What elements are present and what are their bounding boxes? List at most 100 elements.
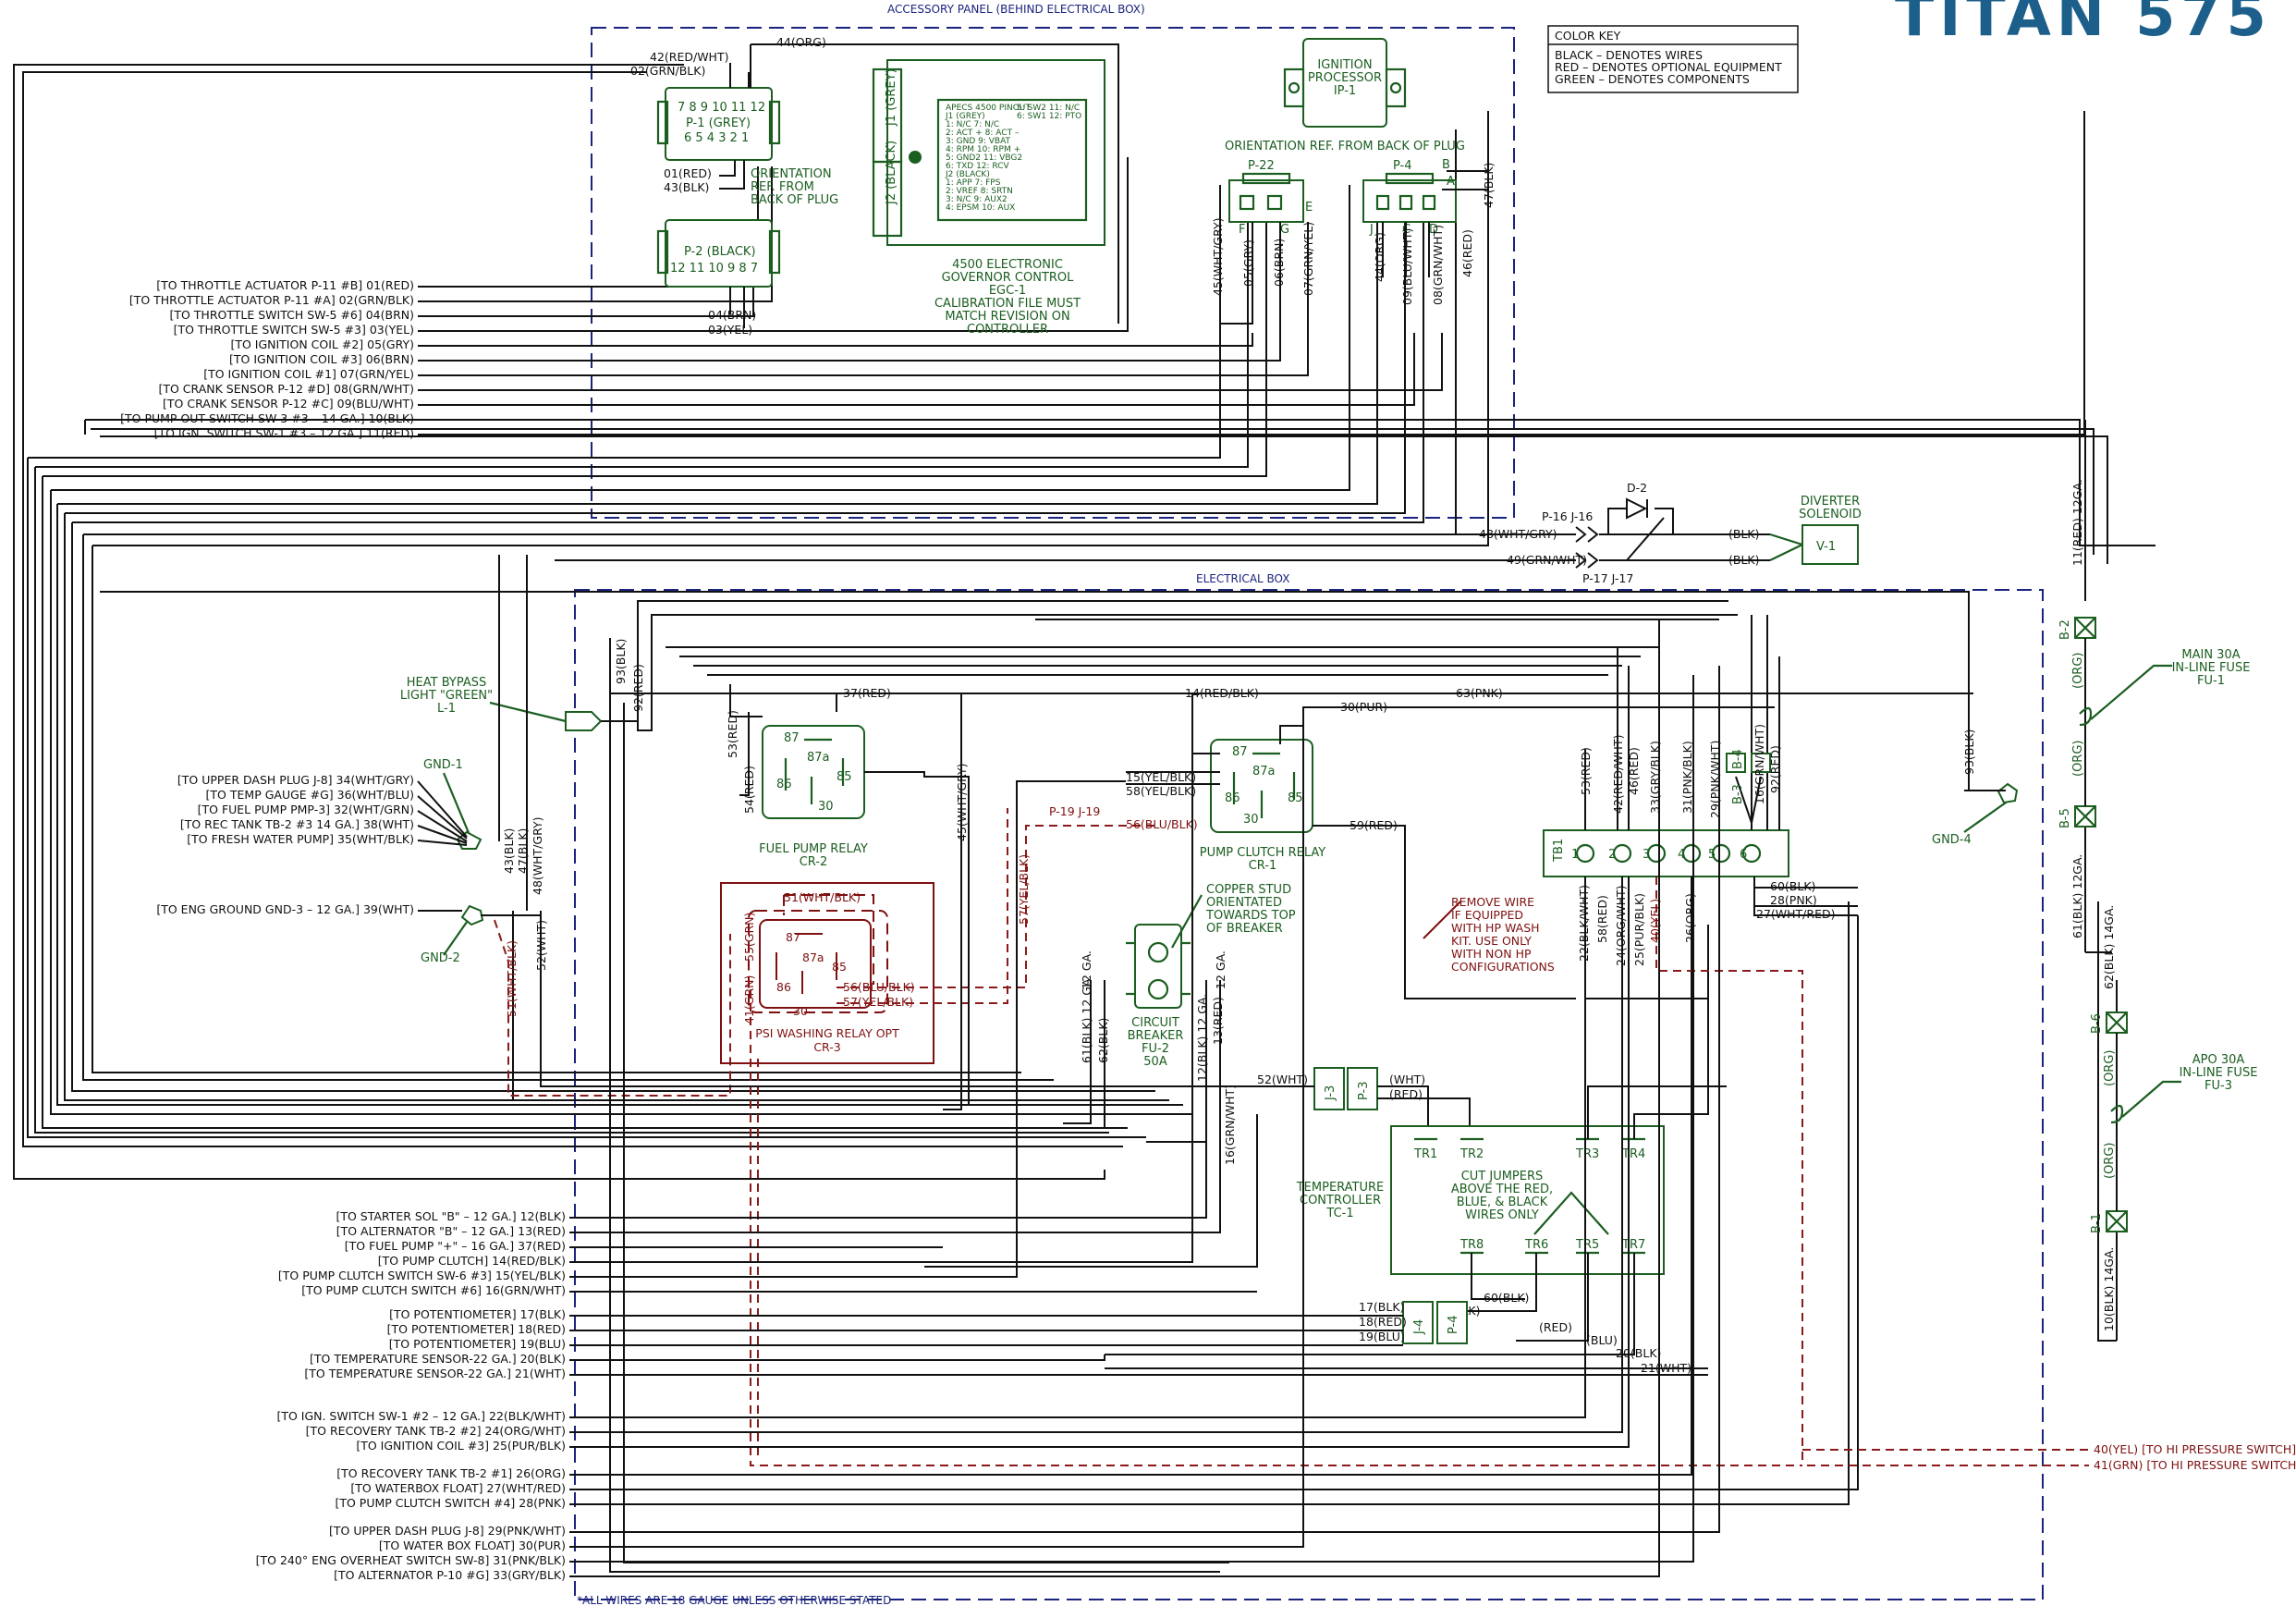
tc-terminal: TR1 (1413, 1147, 1437, 1161)
connector-label: P-3 (1357, 1081, 1371, 1100)
relay-pin: 87a (1252, 765, 1276, 778)
wire-label: [TO TEMP GAUGE #G] 36(WHT/BLU) (206, 788, 414, 802)
breaker-title: CIRCUIT (1131, 1016, 1179, 1030)
wire-label: 17(BLK) (1359, 1300, 1404, 1314)
connector-label: J-3 (1324, 1085, 1337, 1101)
relay-pin: 86 (776, 778, 792, 791)
wire-label: 60(BLK) (1770, 879, 1815, 893)
b-label: B-3 (1731, 784, 1745, 804)
wire-label: 59(RED) (1350, 818, 1398, 832)
relay-pin: 85 (1288, 791, 1303, 805)
pinout-line: 2: ACT + 8: ACT – (946, 129, 1020, 138)
wire-label: [TO POTENTIOMETER] 18(RED) (387, 1322, 566, 1336)
wire-label-vertical: (ORG) (2071, 741, 2085, 777)
relay-pin: 87 (786, 930, 800, 944)
wire-label: [TO IGN. SWITCH SW-1 #3 – 12 GA.] 11(RED… (154, 426, 414, 440)
tc-title: TC-1 (1325, 1207, 1353, 1220)
relay-pin: 87a (802, 950, 824, 964)
pinout-line: 5: SW2 11: N/C (1017, 104, 1080, 113)
wire-label: [TO IGN. SWITCH SW-1 #2 – 12 GA.] 22(BLK… (276, 1409, 566, 1423)
wire-label: [TO TEMPERATURE SENSOR-22 GA.] 20(BLK) (310, 1352, 566, 1366)
tc-terminal: TR4 (1621, 1147, 1645, 1161)
wire-label-vertical: 47(BLK) (516, 828, 530, 874)
p22-label: P-22 (1248, 159, 1275, 173)
circuit-breaker: CIRCUIT BREAKER FU-2 50A COPPER STUD ORI… (1063, 883, 1296, 1193)
wire-label: 44(ORG) (776, 35, 826, 49)
wire-label: [TO THROTTLE ACTUATOR P-11 #B] 01(RED) (156, 278, 414, 292)
right-fuse-column: MAIN 30A IN-LINE FUSE FU-1 APO 30A IN-LI… (2058, 420, 2258, 1342)
pinout-line: 5: GND2 11: VBG2 (946, 153, 1022, 163)
pin-label: J (1369, 223, 1374, 237)
wire-label: [TO STARTER SOL "B" – 12 GA.] 12(BLK) (336, 1209, 566, 1223)
left-labels-bottom: [TO STARTER SOL "B" – 12 GA.] 12(BLK) [T… (256, 1209, 566, 1582)
relay-title: PUMP CLUTCH RELAY (1200, 846, 1326, 860)
wire-label: [TO IGNITION COIL #1] 07(GRN/YEL) (203, 367, 414, 381)
wire-label: [TO WATERBOX FLOAT] 27(WHT/RED) (350, 1481, 566, 1495)
wire-label: 63(PNK) (1456, 686, 1503, 700)
tc-title: CONTROLLER (1300, 1194, 1381, 1208)
note-line: CONFIGURATIONS (1451, 960, 1555, 974)
wire-label: [TO ALTERNATOR P-10 #G] 33(GRY/BLK) (334, 1568, 566, 1582)
pinout-line: J1 (GREY) (945, 112, 985, 121)
p22-plug: P-22 F G E (1228, 159, 1313, 237)
wire-label: 20(BLK) (1616, 1346, 1661, 1360)
tb-terminal: 1 (1571, 848, 1579, 862)
pinout-line: 4: RPM 10: RPM + (946, 145, 1020, 154)
wire-label-vertical: 53(RED) (726, 710, 739, 758)
left-leads-bottom (569, 619, 1859, 1577)
wire-label: [TO UPPER DASH PLUG J-8] 34(WHT/GRY) (177, 773, 414, 787)
fuse-label: IN-LINE FUSE (2180, 1066, 2258, 1080)
b-label: B-5 (2058, 808, 2072, 828)
tc-terminal: TR8 (1459, 1238, 1484, 1252)
wire-label-vertical: 16(GRN/WHT) (1753, 724, 1766, 804)
egc-wires: 42(RED/WHT) 02(GRN/BLK) 44(ORG) 01(RED) … (630, 35, 1119, 337)
tc-terminal: TR6 (1524, 1238, 1548, 1252)
wire-label-vertical: 45(WHT/GRY) (955, 764, 969, 841)
pinout-line: J2 (BLACK) (945, 170, 990, 179)
wire-label: [TO CRANK SENSOR P-12 #C] 09(BLU/WHT) (163, 397, 414, 411)
egc-title: CONTROLLER (967, 323, 1048, 337)
gnd4-label: GND-4 (1932, 833, 1972, 847)
relay-pin: 30 (818, 800, 834, 814)
tb-terminal: 2 (1608, 848, 1616, 862)
remove-wire-note: REMOVE WIRE IF EQUIPPED WITH HP WASH KIT… (1404, 826, 1576, 999)
wire-label-vertical: 12(BLK) 12 GA. (1195, 994, 1209, 1082)
wire-label: [TO POTENTIOMETER] 17(BLK) (389, 1307, 566, 1321)
wire-label: (WHT) (1389, 1073, 1425, 1086)
ignition-orientation: ORIENTATION REF. FROM BACK OF PLUG (1225, 140, 1465, 153)
pinout-line: 3: GND 9: VBAT (946, 137, 1011, 146)
fuse-label: APO 30A (2192, 1053, 2245, 1067)
wire-label-vertical: 26(ORG) (1683, 893, 1697, 943)
wire-label: [TO FRESH WATER PUMP] 35(WHT/BLK) (187, 832, 414, 846)
relay-pin: 85 (837, 770, 852, 784)
p2-label: P-2 (BLACK) (684, 245, 756, 259)
brand-title: TITAN 575 (1895, 0, 2272, 49)
b-label: B-6 (2090, 1013, 2104, 1034)
wire-label: 49(GRN/WHT) (1507, 553, 1587, 567)
gnd2-label: GND-2 (421, 951, 460, 965)
wire-label: [TO FUEL PUMP "+" – 16 GA.] 37(RED) (345, 1239, 566, 1253)
wire-label: 15(YEL/BLK) (1126, 770, 1196, 784)
color-key: COLOR KEY BLACK – DENOTES WIRES RED – DE… (1547, 25, 1799, 93)
breaker-note: COPPER STUD (1206, 883, 1291, 897)
wire-label-vertical: 45(WHT/GRY) (1211, 218, 1225, 296)
p4-plug: P-4 J C D A B (1362, 158, 1457, 237)
tc-title: TEMPERATURE (1296, 1181, 1385, 1195)
wire-label: [TO POTENTIOMETER] 19(BLU) (389, 1337, 566, 1351)
wire-label-vertical: 10(BLK) 14GA. (2102, 1247, 2116, 1331)
note-line: REMOVE WIRE (1451, 895, 1534, 909)
electrical-box-title: ELECTRICAL BOX (1196, 572, 1289, 585)
fuel-pump-relay: 87 87a 86 85 30 FUEL PUMP RELAY CR-2 (759, 725, 868, 869)
note-line: WITH NON HP (1451, 947, 1532, 961)
breaker-note: TOWARDS TOP (1205, 909, 1296, 923)
wire-label: 40(YEL) [TO HI PRESSURE SWITCH] (2094, 1442, 2296, 1456)
breaker-title: FU-2 (1142, 1042, 1169, 1056)
wire-label: [TO 240° ENG OVERHEAT SWITCH SW-8] 31(PN… (256, 1553, 566, 1567)
relay-pin: 87a (807, 751, 830, 765)
egc-title: EGC-1 (989, 284, 1026, 298)
wire-label-vertical: 11(RED) 12GA. (2070, 479, 2084, 566)
wire-label: (RED) (1389, 1087, 1423, 1101)
wire-label-vertical: (ORG) (2071, 653, 2085, 689)
diverter-label: DIVERTER (1801, 495, 1860, 509)
